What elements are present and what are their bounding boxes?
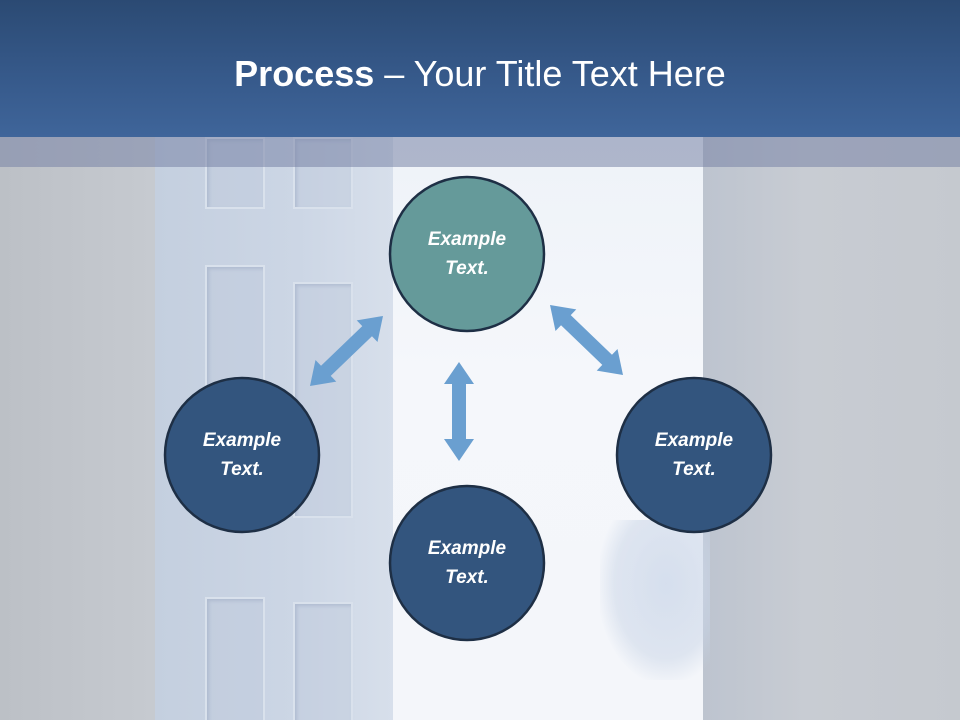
node-label-line2: Text. — [220, 459, 264, 480]
slide-title-bold: Process — [234, 53, 375, 94]
node-label-line1: Example — [427, 229, 507, 250]
background-wall-left — [0, 137, 155, 720]
process-node-right — [615, 376, 773, 534]
node-label-line1: Example — [427, 538, 507, 559]
node-label-line1: Example — [202, 430, 282, 451]
title-bar — [0, 0, 960, 137]
process-node-bottom — [388, 484, 546, 642]
double-arrow-left-top — [310, 315, 383, 386]
double-arrow-top-bottom — [444, 362, 474, 461]
background-person-silhouette — [600, 520, 710, 680]
process-node-top — [388, 175, 546, 333]
door-panel — [293, 602, 353, 720]
door-panel — [205, 597, 265, 720]
slide-title-rest: – Your Title Text Here — [374, 53, 726, 94]
node-label-line1: Example — [654, 430, 734, 451]
process-node-left — [163, 376, 321, 534]
double-arrow-top-right — [550, 305, 623, 376]
title-bar-shadow-strip — [0, 137, 960, 167]
node-label-line2: Text. — [672, 459, 716, 480]
node-label-line2: Text. — [445, 567, 489, 588]
slide-title: Process – Your Title Text Here — [0, 52, 960, 96]
node-label-line2: Text. — [445, 258, 489, 279]
